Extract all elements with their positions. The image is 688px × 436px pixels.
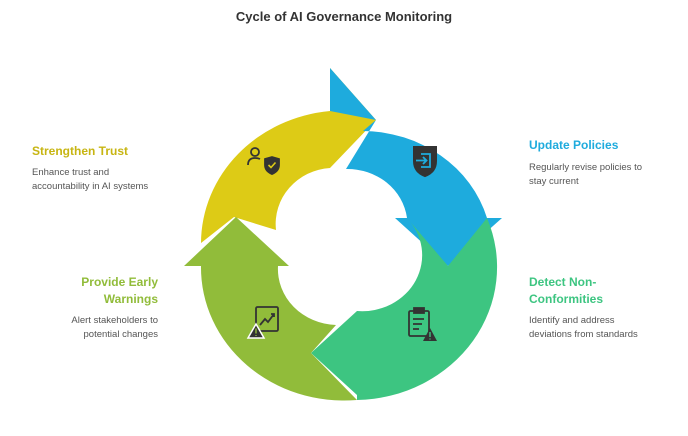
desc-line: accountability in AI systems: [32, 181, 149, 192]
label-line: Warnings: [103, 292, 158, 306]
desc-line: deviations from standards: [529, 329, 638, 340]
desc-line: Alert stakeholders to: [71, 315, 158, 326]
desc-line: Enhance trust and: [32, 167, 110, 178]
segment-strengthen-trust: [201, 68, 376, 243]
chart-warning-icon: [246, 306, 279, 339]
user-shield-icon: [247, 147, 280, 175]
step-desc-provide-early-warnings: Alert stakeholders to potential changes: [71, 314, 158, 342]
label-line: Detect Non-: [529, 275, 597, 289]
desc-line: Regularly revise policies to: [529, 162, 642, 173]
diagram-title: Cycle of AI Governance Monitoring: [235, 9, 453, 24]
step-label-provide-early-warnings: Provide Early Warnings: [81, 274, 158, 308]
desc-line: stay current: [529, 176, 579, 187]
step-desc-strengthen-trust: Enhance trust and accountability in AI s…: [32, 166, 148, 194]
step-label-update-policies: Update Policies: [529, 138, 619, 152]
step-label-strengthen-trust: Strengthen Trust: [32, 144, 129, 158]
step-desc-update-policies: Regularly revise policies to stay curren…: [529, 161, 642, 189]
desc-line: Identify and address: [529, 315, 615, 326]
step-label-detect-non-conformities: Detect Non- Conformities: [529, 274, 603, 308]
segment-detect-non-conformities: [311, 218, 498, 400]
desc-line: potential changes: [83, 329, 158, 340]
step-desc-detect-non-conformities: Identify and address deviations from sta…: [529, 314, 638, 342]
segment-provide-early-warnings: [184, 217, 357, 401]
shield-login-icon: [413, 146, 437, 178]
clipboard-warning-icon: [408, 307, 437, 341]
label-line: Provide Early: [81, 275, 158, 289]
label-line: Conformities: [529, 292, 604, 306]
